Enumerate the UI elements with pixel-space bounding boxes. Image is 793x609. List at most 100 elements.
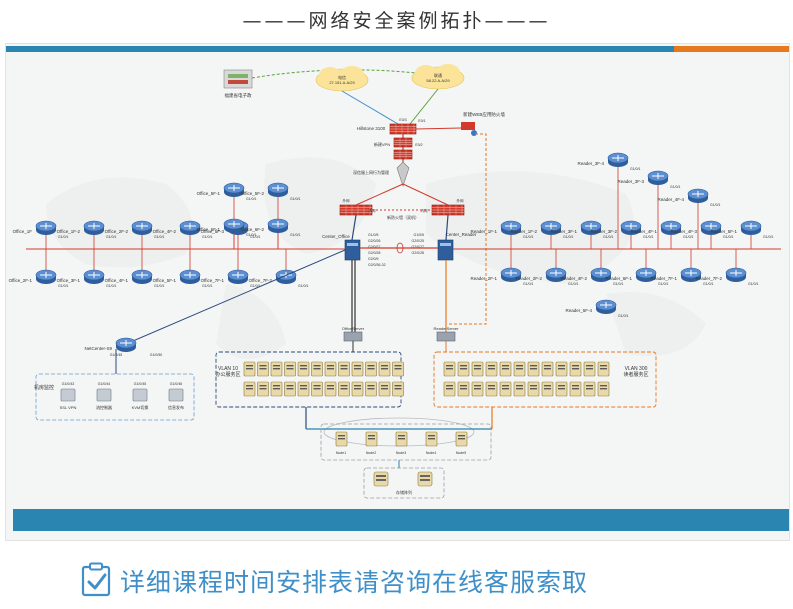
switch-icon — [660, 220, 682, 235]
reader-server-icon — [597, 361, 610, 377]
reader-server-icon — [499, 381, 512, 397]
switch-icon — [223, 218, 245, 233]
switch-label: Reader_5F-1 — [710, 229, 737, 234]
switch-label: Office_7F-2 — [249, 278, 273, 283]
port-label: G1/0/1 — [246, 197, 257, 201]
switch-label: Office_4F-2 — [153, 229, 177, 234]
reader-server-icon — [541, 361, 554, 377]
port-label: G2/0/9 — [368, 257, 379, 261]
port-label: G1/0/1 — [763, 235, 774, 239]
isp-cloud-unicom — [411, 64, 465, 90]
monitoring-device-label: 流控制器 — [96, 404, 112, 410]
monitoring-device-icon — [96, 388, 112, 402]
monitoring-device-label: KVM切换 — [132, 404, 149, 410]
core-uplink-right — [445, 214, 449, 241]
reader-server-icon — [513, 361, 526, 377]
reader-server-icon — [583, 361, 596, 377]
office-server-icon — [297, 381, 310, 397]
port-label: G2/0/25 — [412, 239, 425, 243]
office-server-icon — [365, 381, 377, 397]
switch-label: Office_6F-1 — [197, 227, 221, 232]
office-server-icon — [257, 361, 269, 377]
switch-icon — [620, 220, 642, 235]
port-label: G1/0/1 — [290, 233, 301, 237]
switch-label: Office_7F-1 — [201, 278, 225, 283]
switch-label: Reader_7F-1 — [650, 276, 677, 281]
port-label: G1/0/1 — [202, 284, 213, 288]
switch-label: Office_4F-1 — [105, 278, 129, 283]
monitoring-device-icon — [168, 388, 184, 402]
world-map-background — [46, 157, 706, 359]
switch-label: NetCenter-S9 — [84, 346, 112, 351]
storage-array-label: 存储阵列 — [396, 489, 412, 495]
reader-server-switch-icon — [436, 331, 456, 342]
reader-server-icon — [499, 361, 512, 377]
port-label: G1/0/1 — [613, 282, 624, 286]
office-server-icon — [378, 381, 391, 397]
topology-svg: 福建省电子政电信27.151.A.A/29联通58.22.A.A/29Hills… — [6, 46, 789, 531]
port-label: 外网 — [457, 198, 465, 203]
port-label: E0/2 — [415, 143, 422, 147]
switch-label: Reader_5F-4 — [565, 308, 592, 313]
switch-label: Reader_7F-2 — [695, 276, 722, 281]
vlan-label: 办公服务区 — [215, 371, 240, 378]
port-label: G1/0/5 — [368, 233, 379, 237]
switch-icon — [590, 267, 612, 282]
reader-server-icon — [569, 381, 582, 397]
port-label: G1/0/1 — [154, 235, 165, 239]
port-label: E0/3 — [399, 118, 406, 122]
core-firewall-left-icon — [339, 204, 373, 216]
switch-icon — [680, 267, 702, 282]
reader-server-icon — [527, 381, 540, 397]
switch-label: Office_1F — [13, 229, 33, 234]
office-server-icon — [378, 361, 391, 377]
waf-label: 新建WEB应用防火墙 — [463, 111, 505, 118]
waf-link — [415, 127, 462, 130]
switch-label: Reader_2F-1 — [470, 276, 497, 281]
reader-server-icon — [555, 381, 568, 397]
core-firewall-right-icon — [431, 204, 465, 216]
port-label: G1/0/45 — [134, 382, 147, 386]
monitoring-zone-title: 机房监控 — [34, 384, 54, 391]
switch-icon — [545, 267, 567, 282]
waf-firewall-icon — [461, 122, 477, 136]
link-aggregation-mark — [396, 242, 404, 254]
storage-server-icon — [425, 431, 438, 447]
storage-array-zone — [363, 467, 445, 499]
monitoring-device-label: SSL VPN — [60, 405, 77, 410]
core-switch-label: Center_Reader — [446, 232, 477, 237]
cloud-label: 电信 — [338, 74, 346, 80]
vpn-gateway-icon — [393, 137, 413, 148]
office-server-icon — [270, 361, 283, 377]
switch-icon — [227, 269, 249, 284]
office-server-icon — [392, 381, 404, 397]
storage-server-icon — [455, 431, 468, 447]
office-server-icon — [243, 361, 256, 377]
switch-label: Office_5F-1 — [197, 191, 221, 196]
cloud-label: 27.151.A.A/29 — [329, 80, 355, 85]
switch-icon — [595, 299, 617, 314]
switch-label: Office_2F-2 — [105, 229, 129, 234]
storage-server-icon — [395, 431, 408, 447]
port-label: G1/0/1 — [246, 233, 257, 237]
port-label: G1/0/5 — [413, 233, 424, 237]
waf-reader-link — [449, 133, 487, 325]
office-server-icon — [311, 361, 323, 377]
switch-icon — [83, 269, 105, 284]
switch-label: Reader_3F-3 — [617, 179, 644, 184]
storage-server-label: Node3 — [396, 451, 406, 455]
switch-label: Reader_3F-4 — [577, 161, 604, 166]
server-switch-label: ReaderServer — [434, 326, 460, 331]
mgmt-label: 福建省电子政 — [225, 92, 252, 99]
switch-label: Office_5F-1 — [153, 278, 177, 283]
office-server-icon — [311, 381, 323, 397]
switch-icon — [580, 220, 602, 235]
firewall-name-label: Hillstone 3100 — [357, 126, 386, 131]
switch-label: Office_2F-1 — [9, 278, 33, 283]
switch-label: Office_3F-1 — [57, 278, 81, 283]
switch-label: Reader_1F-2 — [510, 229, 537, 234]
vlan-label: VLAN 10 — [218, 366, 238, 372]
core-switch-label: Center_Office — [322, 234, 350, 239]
switch-label: Reader_4F-4 — [657, 197, 684, 202]
